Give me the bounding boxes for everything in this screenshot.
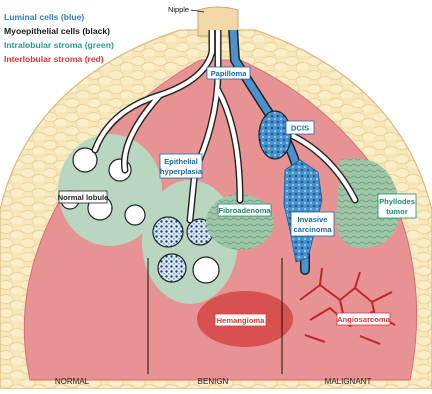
label-invasive-carcinoma: Invasive carcinoma [291, 212, 334, 236]
svg-text:Hemangioma: Hemangioma [217, 316, 265, 325]
label-normal-lobule: Normal lobule [58, 191, 109, 203]
svg-text:tumor: tumor [386, 207, 408, 216]
legend-luminal: Luminal cells (blue) [4, 12, 84, 22]
svg-text:Angiosarcoma: Angiosarcoma [337, 315, 391, 324]
region-normal: NORMAL [55, 377, 90, 386]
svg-text:DCIS: DCIS [291, 124, 309, 133]
label-dcis: DCIS [286, 121, 314, 134]
label-fibroadenoma: Fibroadenoma [218, 204, 271, 216]
svg-text:Papilloma: Papilloma [211, 69, 248, 78]
region-benign: BENIGN [198, 377, 229, 386]
region-malignant: MALIGNANT [325, 377, 372, 386]
svg-text:Invasive: Invasive [298, 215, 328, 224]
svg-text:Epithelial: Epithelial [164, 157, 198, 166]
svg-text:Normal lobule: Normal lobule [58, 193, 109, 202]
label-epithelial-hyperplasia: Epithelial hyperplasia [160, 154, 203, 178]
label-hemangioma: Hemangioma [215, 314, 266, 326]
svg-text:hyperplasia: hyperplasia [160, 167, 203, 176]
legend-myoepithelial: Myoepithelial cells (black) [4, 26, 110, 36]
label-papilloma: Papilloma [207, 67, 250, 79]
svg-text:Phyllodes: Phyllodes [379, 197, 415, 206]
label-phyllodes-tumor: Phyllodes tumor [378, 194, 416, 218]
dcis-mass [259, 111, 291, 159]
legend-interlobular: Interlobular stroma (red) [4, 54, 104, 64]
legend-intralobular: Intralobular stroma (green) [4, 40, 114, 50]
svg-text:Fibroadenoma: Fibroadenoma [218, 206, 271, 215]
svg-text:carcinoma: carcinoma [294, 225, 333, 234]
nipple-label: Nipple [168, 5, 189, 14]
legend: Luminal cells (blue) Myoepithelial cells… [4, 12, 114, 64]
label-angiosarcoma: Angiosarcoma [337, 313, 391, 325]
